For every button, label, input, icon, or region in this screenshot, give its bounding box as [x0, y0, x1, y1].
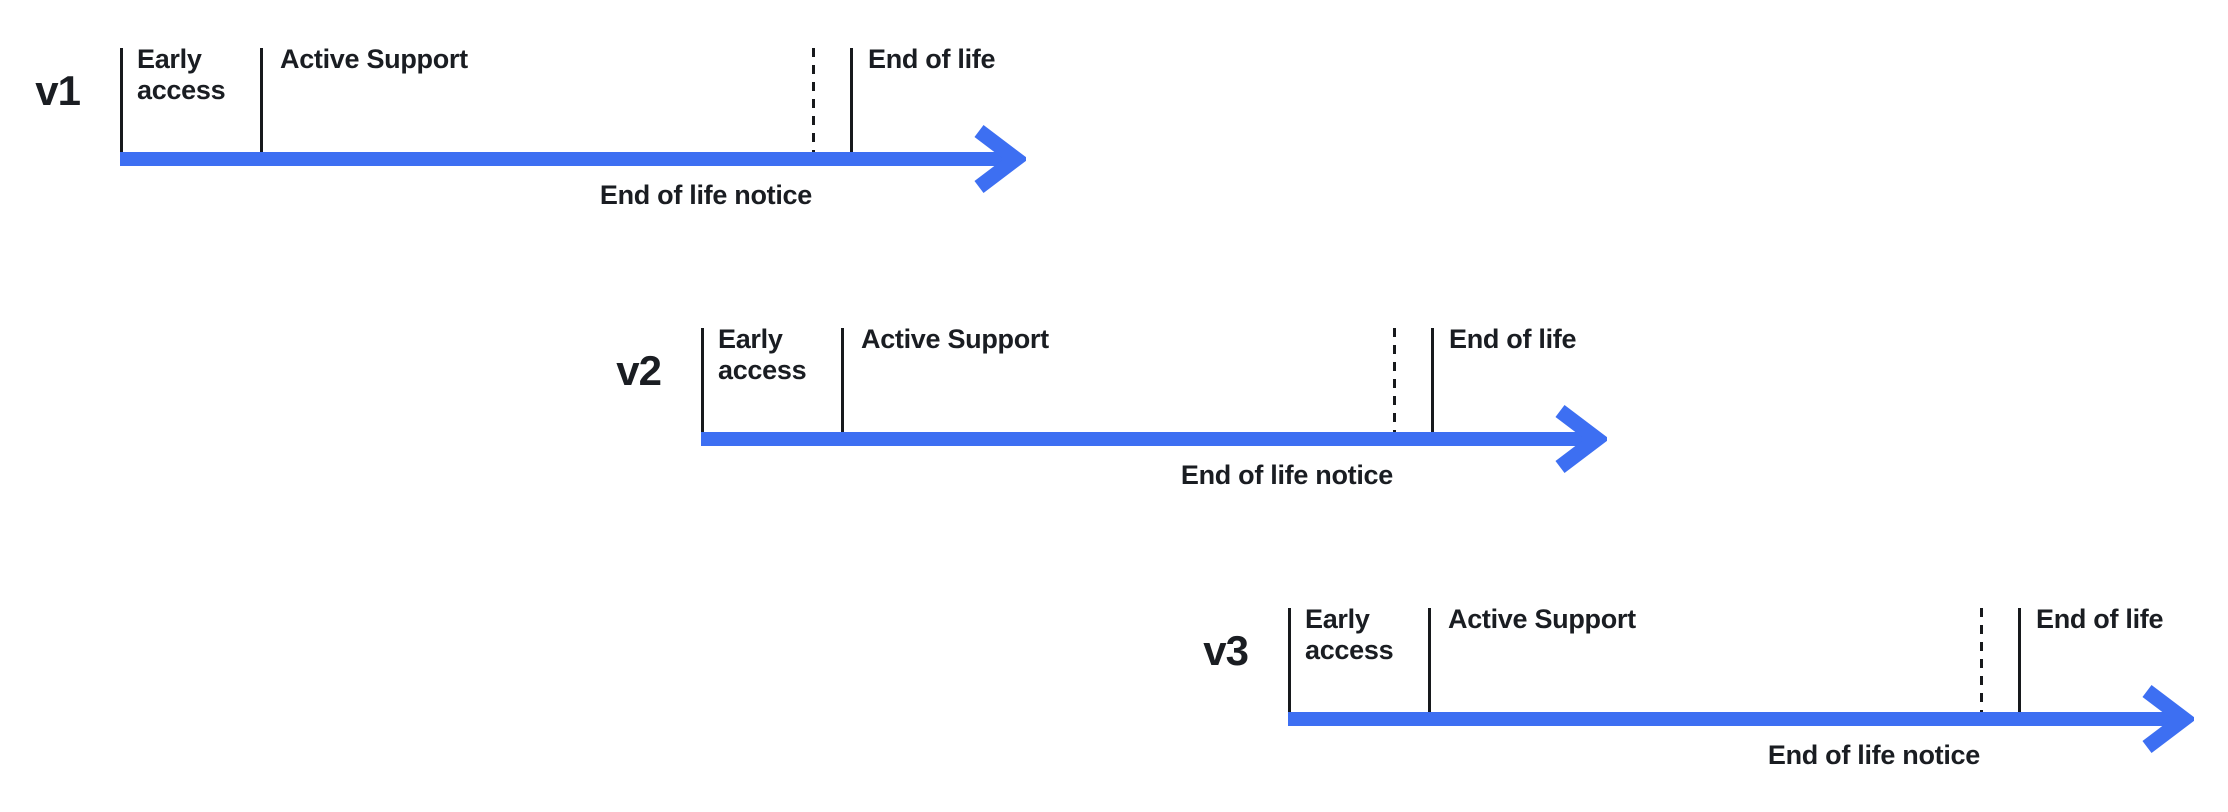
version-label-v1: v1 [35, 67, 81, 114]
active-support-start-tick [841, 328, 844, 432]
end-of-life-label: End of life [868, 44, 996, 74]
timeline-arrow-bar [1288, 712, 2176, 726]
eol-notice-dashed-marker [812, 48, 815, 152]
eol-notice-dashed-marker [1393, 328, 1396, 432]
version-label-v3: v3 [1203, 627, 1249, 674]
early-access-start-tick [1288, 608, 1291, 712]
early-access-start-tick [120, 48, 123, 152]
end-of-life-notice-label: End of life notice [1767, 740, 1980, 770]
end-of-life-label: End of life [2036, 604, 2164, 634]
active-support-label: Active Support [280, 44, 468, 74]
end-of-life-tick [2018, 608, 2021, 712]
version-label-v2: v2 [616, 347, 662, 394]
active-support-label: Active Support [861, 324, 1049, 354]
end-of-life-notice-label: End of life notice [599, 180, 812, 210]
early-access-label: Early access [1305, 604, 1394, 665]
timeline-arrow-head-icon [2142, 685, 2194, 753]
end-of-life-label: End of life [1449, 324, 1577, 354]
timeline-arrow-bar [120, 152, 1008, 166]
early-access-label: Early access [137, 44, 226, 105]
eol-notice-dashed-marker [1980, 608, 1983, 712]
end-of-life-tick [850, 48, 853, 152]
end-of-life-notice-label: End of life notice [1180, 460, 1393, 490]
active-support-start-tick [1428, 608, 1431, 712]
timeline-arrow-bar [701, 432, 1589, 446]
timeline-arrow-head-icon [1555, 405, 1607, 473]
early-access-start-tick [701, 328, 704, 432]
timeline-arrow-head-icon [974, 125, 1026, 193]
active-support-label: Active Support [1448, 604, 1636, 634]
early-access-label: Early access [718, 324, 807, 385]
end-of-life-tick [1431, 328, 1434, 432]
active-support-start-tick [260, 48, 263, 152]
